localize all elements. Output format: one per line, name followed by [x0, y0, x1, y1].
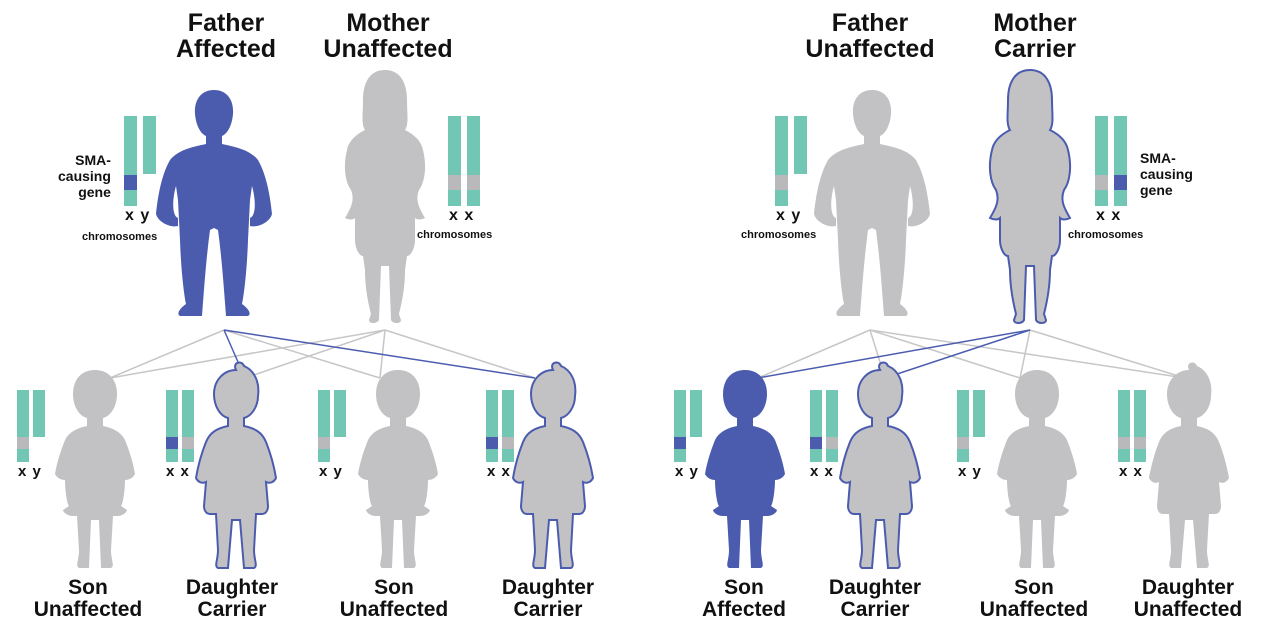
sma-gene-label: SMA- causing gene — [58, 152, 111, 200]
chromosome-letters: x y — [958, 463, 982, 480]
child-label-line2: Unaffected — [314, 599, 474, 621]
sma-gene-label-line2: causing — [58, 168, 111, 184]
child-label-line2: Carrier — [795, 599, 955, 621]
mother-label-line1: Mother — [945, 10, 1125, 36]
chromosomes-label: chromosomes — [1068, 229, 1143, 241]
right-inheritance-lines — [758, 330, 1185, 378]
child-label-line1: Daughter — [1108, 577, 1268, 599]
chromosome-letters: x y — [319, 463, 343, 480]
sma-gene-label-line2: causing — [1140, 166, 1193, 182]
chromosome-pair-child-3 — [318, 390, 346, 462]
daughter-carrier-figure — [196, 363, 276, 568]
mother-label-line1: Mother — [298, 10, 478, 36]
mother-label-line2: Carrier — [945, 36, 1125, 62]
child-label-line1: Son — [8, 577, 168, 599]
daughter-carrier-figure — [513, 363, 593, 568]
chromosome-pair-father-left — [124, 116, 156, 206]
chromosome-letters: x x — [1119, 463, 1143, 480]
father-label-line2: Unaffected — [780, 36, 960, 62]
child-label-line1: Daughter — [795, 577, 955, 599]
chromosome-letters: x x — [166, 463, 190, 480]
chromosome-pair-child-7 — [957, 390, 985, 462]
chromosome-pair-child-6 — [810, 390, 838, 462]
father-label: Father Affected — [136, 10, 316, 63]
chromosome-pair-father-right — [775, 116, 807, 206]
chromosome-pair-child-4 — [486, 390, 514, 462]
child-label-line2: Carrier — [468, 599, 628, 621]
father-unaffected-figure — [814, 90, 930, 316]
chromosome-letters: x y — [18, 463, 42, 480]
mother-label-line2: Unaffected — [298, 36, 478, 62]
child-label: Daughter Unaffected — [1108, 577, 1268, 621]
chromosome-pair-child-5 — [674, 390, 702, 462]
father-label-line2: Affected — [136, 36, 316, 62]
sma-gene-label-line3: gene — [58, 184, 111, 200]
chromosome-letters: x x — [1096, 207, 1121, 225]
father-label: Father Unaffected — [780, 10, 960, 63]
child-label-line2: Unaffected — [1108, 599, 1268, 621]
father-label-line1: Father — [136, 10, 316, 36]
child-label: Son Unaffected — [314, 577, 474, 621]
chromosome-letters: x y — [776, 207, 801, 225]
son-unaffected-figure — [55, 370, 135, 568]
sma-gene-label-line1: SMA- — [1140, 150, 1193, 166]
chromosome-letters: x y — [675, 463, 699, 480]
chromosome-pair-child-8 — [1118, 390, 1146, 462]
chromosomes-label: chromosomes — [741, 229, 816, 241]
child-label: Daughter Carrier — [152, 577, 312, 621]
child-label: Son Unaffected — [954, 577, 1114, 621]
son-unaffected-figure — [358, 370, 438, 568]
mother-label: Mother Carrier — [945, 10, 1125, 63]
chromosome-letters: x x — [449, 207, 474, 225]
child-label-line1: Son — [954, 577, 1114, 599]
chromosome-letters: x x — [487, 463, 511, 480]
mother-carrier-figure — [990, 70, 1070, 323]
left-inheritance-lines — [110, 330, 535, 378]
son-affected-figure — [705, 370, 785, 568]
chromosome-pair-child-2 — [166, 390, 194, 462]
child-label-line2: Carrier — [152, 599, 312, 621]
father-label-line1: Father — [780, 10, 960, 36]
mother-label: Mother Unaffected — [298, 10, 478, 63]
chromosome-pair-child-1 — [17, 390, 45, 462]
sma-gene-label-line3: gene — [1140, 182, 1193, 198]
sma-gene-label-line1: SMA- — [58, 152, 111, 168]
mother-unaffected-figure — [345, 70, 425, 323]
child-label-line1: Son — [314, 577, 474, 599]
daughter-unaffected-figure — [1149, 363, 1229, 568]
child-label: Son Unaffected — [8, 577, 168, 621]
child-label: Daughter Carrier — [795, 577, 955, 621]
chromosome-pair-mother-left — [448, 116, 480, 206]
child-label-line2: Unaffected — [8, 599, 168, 621]
child-label-line1: Daughter — [152, 577, 312, 599]
chromosomes-label: chromosomes — [82, 231, 157, 243]
chromosomes-label: chromosomes — [417, 229, 492, 241]
sma-gene-label: SMA- causing gene — [1140, 150, 1193, 198]
child-label: Daughter Carrier — [468, 577, 628, 621]
son-unaffected-figure — [997, 370, 1077, 568]
child-label-line2: Unaffected — [954, 599, 1114, 621]
father-affected-figure — [156, 90, 272, 316]
child-label-line1: Daughter — [468, 577, 628, 599]
chromosome-pair-mother-right — [1095, 116, 1127, 206]
chromosome-letters: x x — [810, 463, 834, 480]
daughter-carrier-figure — [840, 363, 920, 568]
chromosome-letters: x y — [125, 207, 150, 225]
